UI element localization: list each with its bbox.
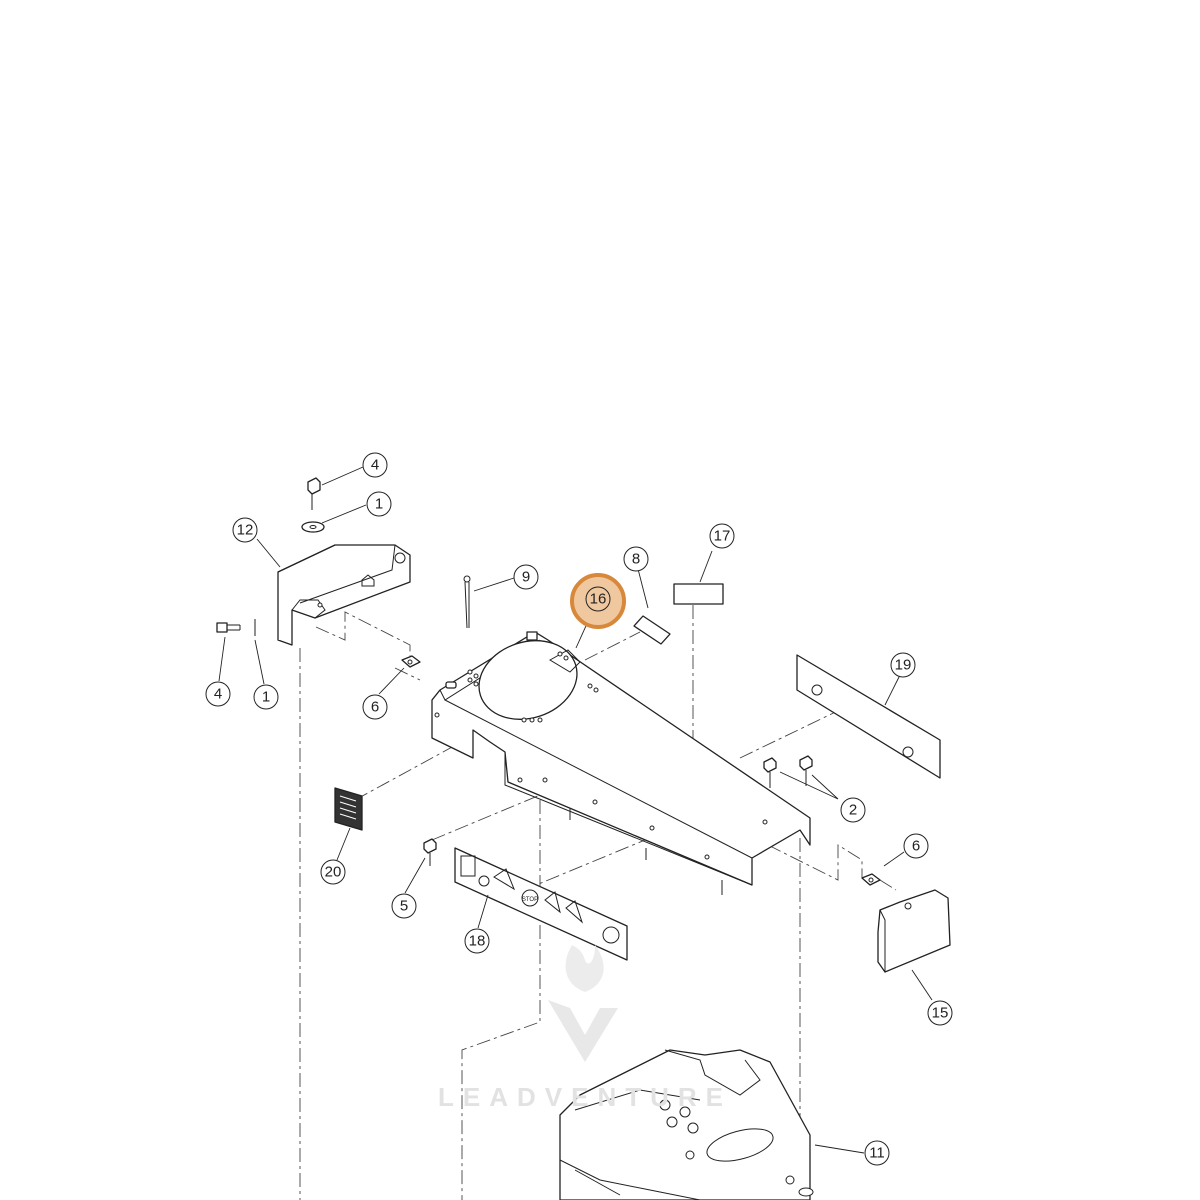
- callout-label: 19: [895, 657, 912, 674]
- callout-label: 2: [849, 802, 857, 819]
- decal-long-part: [796, 654, 941, 779]
- callout-6-left[interactable]: 6: [362, 694, 388, 720]
- decal-stop-text: STOP: [522, 897, 538, 903]
- bolts-right-part: [763, 755, 813, 788]
- callout-label: 9: [522, 569, 530, 586]
- callout-20[interactable]: 20: [320, 859, 346, 885]
- nut-right-part: [861, 873, 881, 886]
- label-small-part: [633, 615, 671, 645]
- callout-label: 4: [214, 686, 222, 703]
- watermark: LEADVENTURE: [438, 945, 732, 1112]
- callout-6-right[interactable]: 6: [903, 833, 929, 859]
- callout-label: 16: [590, 591, 607, 608]
- callout-label: 5: [400, 898, 408, 915]
- callout-8[interactable]: 8: [623, 546, 649, 572]
- base-plate-part: [559, 1049, 814, 1200]
- callout-5[interactable]: 5: [391, 893, 417, 919]
- callout-label: 15: [932, 1005, 949, 1022]
- decal-square-part: [334, 787, 363, 831]
- callout-label: 18: [469, 933, 486, 950]
- bolt-left-part: [216, 622, 241, 633]
- callout-1-top[interactable]: 1: [366, 491, 392, 517]
- callout-19[interactable]: 19: [890, 652, 916, 678]
- callout-18[interactable]: 18: [464, 928, 490, 954]
- washer-top-part: [301, 521, 325, 533]
- callout-2[interactable]: 2: [840, 797, 866, 823]
- callout-15[interactable]: 15: [927, 1000, 953, 1026]
- leader-lines: [218, 466, 933, 1154]
- callout-label: 20: [325, 864, 342, 881]
- callout-label: 11: [869, 1145, 885, 1162]
- safety-decal-part: STOP: [454, 847, 628, 961]
- bolt-5-part: [423, 838, 437, 866]
- callout-12[interactable]: 12: [232, 517, 258, 543]
- end-cap-part: [877, 889, 951, 973]
- callout-label: 6: [371, 699, 379, 716]
- callout-4-top[interactable]: 4: [362, 452, 388, 478]
- callout-4-left[interactable]: 4: [205, 681, 231, 707]
- watermark-text: LEADVENTURE: [438, 1082, 732, 1112]
- label-rect-part: [673, 583, 724, 605]
- callout-label: 1: [262, 689, 270, 706]
- callout-label: 4: [371, 457, 379, 474]
- main-cover-part: [431, 631, 811, 895]
- bracket-left-part: [277, 544, 411, 646]
- callout-label: 6: [912, 838, 920, 855]
- callout-1-left[interactable]: 1: [253, 684, 279, 710]
- callout-9[interactable]: 9: [513, 564, 539, 590]
- callout-11[interactable]: 11: [864, 1140, 890, 1166]
- callout-label: 12: [237, 522, 254, 539]
- nut-left-part: [401, 655, 421, 668]
- callout-16-highlighted[interactable]: 16: [570, 573, 626, 629]
- callout-label: 8: [632, 551, 640, 568]
- callout-17[interactable]: 17: [709, 523, 735, 549]
- bolt-top-part: [307, 477, 321, 510]
- alignment-lines: [299, 605, 897, 1200]
- callout-label: 17: [714, 528, 731, 545]
- pin-part: [463, 575, 471, 629]
- callout-label: 1: [375, 496, 383, 513]
